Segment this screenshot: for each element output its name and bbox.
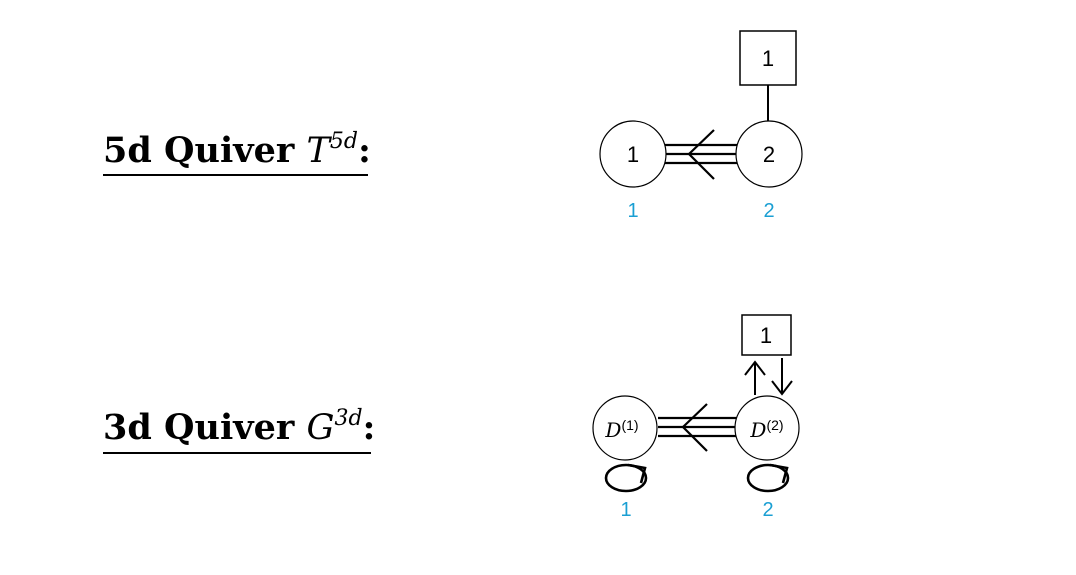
quiver-5d-edge-arrowhead xyxy=(687,129,715,180)
quiver-5d-triple-edge xyxy=(665,143,738,165)
quiver-5d-flavor-node xyxy=(739,30,797,86)
quiver-5d-gauge-node-2-label: 2 xyxy=(763,142,775,167)
quiver-5d-rank-label-2: 2 xyxy=(763,200,774,222)
quiver-5d-title-underline xyxy=(103,174,368,176)
quiver-3d-adjoint-loop-1 xyxy=(604,463,648,493)
quiver-3d-superscript: 3d xyxy=(334,406,363,431)
quiver-3d-title-text: 3d Quiver xyxy=(103,407,307,448)
quiver-3d-rank-label-2: 2 xyxy=(762,499,773,521)
quiver-3d-flavor-arrow-up xyxy=(744,360,766,395)
quiver-3d-rank-label-1: 1 xyxy=(620,499,631,521)
quiver-3d-flavor-arrow-down xyxy=(771,358,793,396)
quiver-5d-superscript: 5d xyxy=(329,129,358,154)
quiver-5d-rank-label-1: 1 xyxy=(627,200,638,222)
quiver-5d-title: 5d Quiver T5d: xyxy=(103,130,371,176)
quiver-3d-gauge-node-2-label: D(2) xyxy=(749,417,783,442)
quiver-5d-gauge-node-2 xyxy=(735,120,803,188)
quiver-3d-colon: : xyxy=(362,407,376,448)
quiver-5d-colon: : xyxy=(357,130,371,171)
quiver-3d-flavor-node xyxy=(741,314,792,356)
quiver-3d-title: 3d Quiver G3d: xyxy=(103,407,376,454)
quiver-3d-triple-edge xyxy=(658,416,737,438)
quiver-3d-symbol: G xyxy=(306,408,335,448)
quiver-3d-gauge-node-1 xyxy=(592,395,658,461)
quiver-5d-flavor-node-label: 1 xyxy=(762,46,774,71)
quiver-5d-diagram: 1 1 2 1 2 xyxy=(599,30,803,222)
quiver-3d-adjoint-loop-2 xyxy=(746,463,790,493)
quiver-5d-gauge-node-1 xyxy=(599,120,667,188)
quiver-3d-edge-arrowhead xyxy=(681,403,708,452)
quiver-3d-gauge-node-2 xyxy=(734,395,800,461)
quiver-3d-title-underline xyxy=(103,452,371,454)
quiver-5d-gauge-node-1-label: 1 xyxy=(627,142,639,167)
quiver-5d-symbol: T xyxy=(306,131,330,171)
quiver-3d-flavor-node-label: 1 xyxy=(760,323,772,348)
quiver-3d-gauge-node-1-label: D(1) xyxy=(604,417,638,442)
quiver-5d-title-text: 5d Quiver xyxy=(103,130,307,171)
quiver-3d-diagram: 1 D(1) D(2) 1 xyxy=(592,314,800,521)
